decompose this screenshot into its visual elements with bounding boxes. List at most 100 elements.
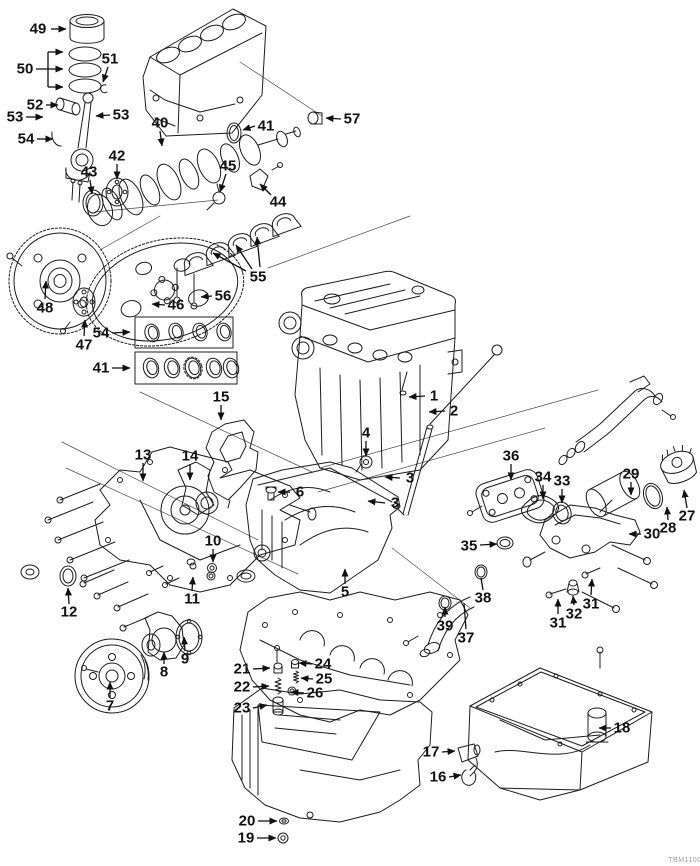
callout-33: 33: [554, 473, 571, 490]
water-pump-bolts-drawing: [59, 562, 216, 632]
spacer-drawing: [60, 287, 96, 334]
callout-39: 39: [437, 618, 454, 635]
rear-seal-drawing: [82, 177, 129, 217]
callout-50: 50: [17, 61, 34, 78]
piston-and-rod-drawing: [51, 14, 108, 203]
cooler-gaskets-drawing: [467, 495, 572, 550]
front-cover-gasket-drawing: [177, 461, 219, 516]
callout-42: 42: [109, 148, 126, 165]
callout-48: 48: [37, 300, 54, 317]
callout-9: 9: [181, 651, 189, 668]
callout-25: 25: [316, 671, 333, 688]
callout-7: 7: [106, 698, 114, 715]
callout-6: 6: [296, 484, 304, 501]
callout-4: 4: [362, 425, 371, 442]
callout-1: 1: [430, 388, 438, 405]
callout-leader-3: [384, 474, 401, 481]
filter-cap-drawing: [660, 444, 698, 484]
callout-37: 37: [458, 630, 475, 647]
callout-31: 31: [550, 615, 567, 632]
callout-11: 11: [184, 591, 200, 608]
callout-54: 54: [18, 131, 35, 148]
callout-40: 40: [152, 115, 169, 132]
callout-leader-57: [325, 115, 342, 122]
upper-oil-pan-drawing: [236, 461, 401, 594]
callout-3: 3: [391, 495, 399, 512]
callout-26: 26: [307, 685, 324, 702]
callout-leader-51: [102, 66, 109, 83]
callout-32: 32: [566, 606, 583, 623]
knock-sensor-icon: [355, 455, 373, 473]
dipstick-drawing: [429, 344, 503, 425]
bearing-set-box-upper: [134, 316, 234, 349]
callout-52: 52: [27, 97, 44, 114]
callout-53: 53: [113, 107, 130, 124]
callout-leader-55: [254, 236, 262, 268]
bearing-set-box-lower: [134, 351, 240, 385]
callout-leader-38: [480, 577, 484, 591]
callout-43: 43: [81, 164, 98, 181]
callout-27: 27: [679, 508, 696, 525]
callout-leader-54: [111, 328, 131, 336]
callout-23: 23: [234, 700, 251, 717]
callout-21: 21: [234, 661, 251, 678]
drain-plug-drawing: [277, 817, 289, 844]
callout-49: 49: [30, 21, 47, 38]
callout-leader-22: [252, 682, 270, 690]
callout-2: 2: [450, 403, 458, 420]
callout-leader-9: [181, 636, 189, 652]
callout-53: 53: [7, 109, 24, 126]
crank-sensor-drawing: [206, 162, 283, 211]
callout-56: 56: [215, 288, 232, 305]
callout-leader-1: [408, 393, 426, 401]
engine-assembly-drawing: [278, 270, 463, 481]
callout-leader-27: [681, 489, 689, 509]
callout-leader-11: [188, 576, 196, 592]
callout-19: 19: [238, 830, 255, 847]
callout-57: 57: [344, 111, 361, 128]
callout-leader-26: [290, 689, 305, 697]
callout-leader-35: [479, 540, 498, 548]
front-cover-bolts-drawing: [20, 483, 180, 588]
main-bearing-caps-drawing: [173, 213, 302, 310]
oil-jet-plug-icon: [265, 486, 277, 501]
threaded-plug-icon: [186, 558, 217, 573]
callout-leader-48: [42, 280, 50, 300]
callout-leader-2: [428, 408, 446, 416]
callout-45: 45: [220, 158, 237, 175]
steel-oil-pan-drawing: [467, 667, 653, 801]
callout-13: 13: [135, 447, 152, 464]
callout-leader-43: [87, 179, 95, 195]
callout-35: 35: [461, 538, 478, 555]
callout-3: 3: [406, 470, 414, 487]
callout-22: 22: [234, 679, 251, 696]
callout-leader-47: [81, 319, 89, 337]
fittings-drawing: [545, 544, 658, 613]
callout-41: 41: [258, 118, 275, 135]
callout-leader-23: [252, 703, 268, 710]
callout-leader-21: [252, 664, 271, 672]
callout-leader-56: [200, 292, 213, 300]
filter-oring-icon: [642, 482, 664, 510]
callout-44: 44: [270, 194, 287, 211]
callout-29: 29: [623, 466, 640, 483]
relief-valve-parts-drawing: [272, 645, 299, 716]
callout-leader-40: [157, 130, 165, 147]
callout-20: 20: [239, 813, 256, 830]
callout-leader-41: [242, 124, 256, 131]
callout-5: 5: [341, 584, 349, 601]
callout-8: 8: [160, 664, 168, 681]
callout-leader-31: [588, 578, 596, 596]
front-cover-drawing: [94, 446, 317, 593]
callout-46: 46: [168, 297, 185, 314]
oil-filter-drawing: [585, 470, 641, 518]
callout-leader-46: [151, 301, 166, 309]
callout-leader-55: [212, 252, 247, 272]
callout-leader-45: [219, 173, 227, 193]
sensor-connector-drawing: [457, 743, 481, 786]
callout-leader-24: [298, 660, 313, 668]
callout-31: 31: [583, 596, 600, 613]
